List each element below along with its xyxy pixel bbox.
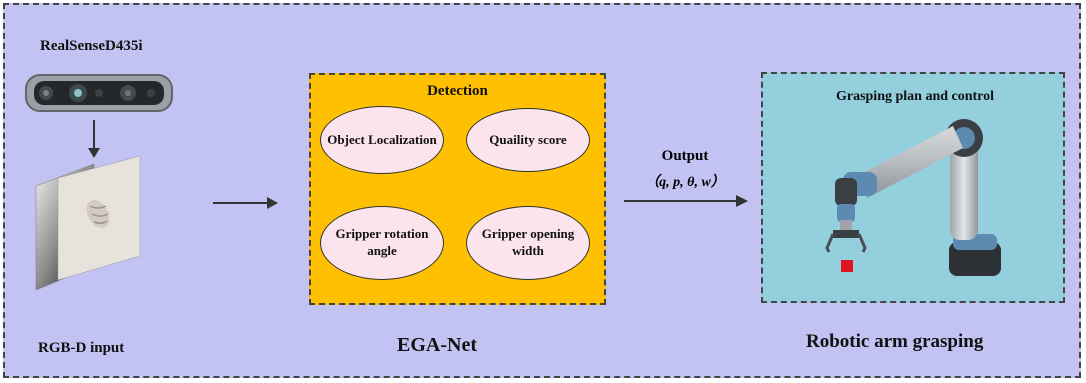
input-label: RGB-D input <box>38 340 125 356</box>
robot-arm-icon <box>825 119 1001 276</box>
gripper-rotation-node: Gripper rotation angle <box>320 206 444 280</box>
output-label: Output <box>661 148 709 164</box>
detection-box: Detection Object Localization Quaility s… <box>309 73 606 305</box>
robotic-arm-label: Robotic arm grasping <box>806 331 984 352</box>
detection-title: Detection <box>427 83 488 99</box>
input-to-detection-arrow <box>213 197 278 209</box>
rgbd-images-icon <box>35 156 141 291</box>
gripper-width-node: Gripper opening width <box>466 206 590 280</box>
detection-to-grasp-arrow <box>624 195 748 207</box>
camera-to-input-arrow <box>88 120 100 158</box>
grasping-title: Grasping plan and control <box>835 89 995 104</box>
grasping-box: Grasping plan and control <box>761 72 1065 303</box>
camera-icon <box>25 74 173 112</box>
object-localization-node: Object Localization <box>320 106 444 174</box>
camera-label: RealSenseD435i <box>40 38 143 54</box>
output-vars: （q, p, θ, w） <box>645 175 725 190</box>
quality-score-node: Quaility score <box>466 108 590 172</box>
ega-net-label: EGA-Net <box>397 334 477 356</box>
